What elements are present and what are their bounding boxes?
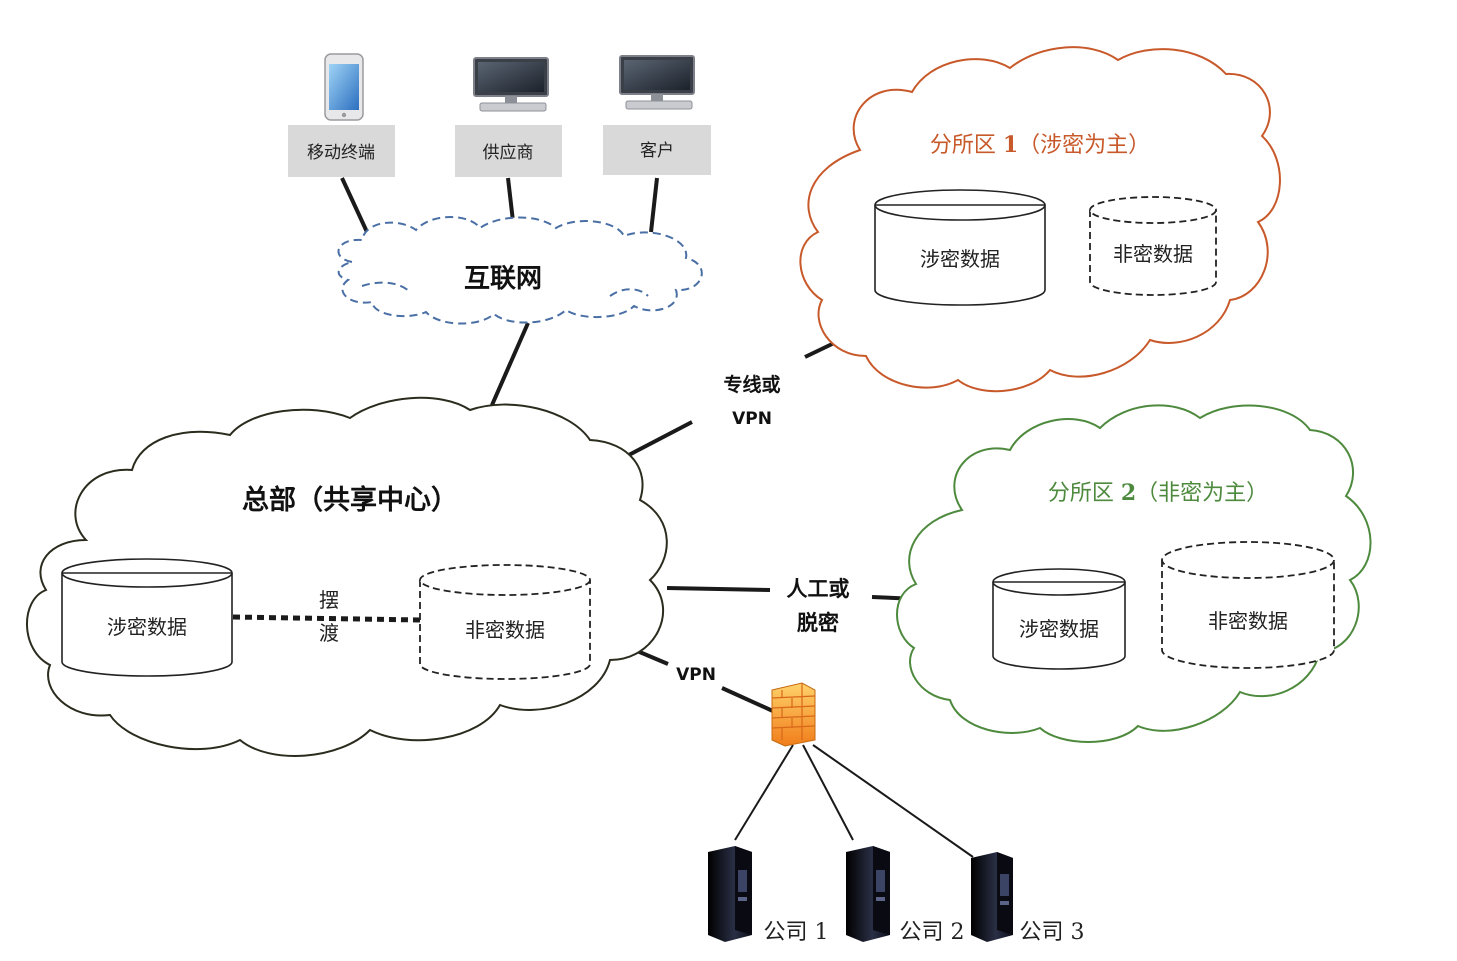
dedicated-label-line1: 专线或: [723, 373, 780, 396]
customer-device: 客户: [603, 55, 711, 175]
branch2-title-prefix: 分所区: [1048, 481, 1121, 506]
supplier-label: 供应商: [483, 143, 534, 163]
mobile-label-box: [288, 125, 395, 177]
branch1-title: 分所区 1（涉密为主）: [930, 132, 1150, 158]
link-vpn-firewall: [721, 686, 776, 714]
branch2-classified-data-cylinder: 涉密数据: [992, 568, 1126, 670]
link-firewall-company2: [802, 744, 854, 841]
branch1-classified-data-cylinder: 涉密数据: [874, 189, 1046, 306]
hq-unclassified-data-cylinder: 非密数据: [419, 564, 591, 680]
phone-icon: [324, 53, 364, 121]
link-internet-hq: [490, 322, 530, 406]
branch2-unclassified-data-cylinder: 非密数据: [1161, 541, 1335, 669]
supplier-device: 供应商: [455, 57, 562, 177]
link-hq-dedicated: [624, 420, 693, 459]
mobile-device: 移动终端: [288, 53, 395, 177]
headquarters-cloud: 总部（共享中心） 涉密数据 摆 渡 非密数据: [26, 396, 668, 757]
customer-label: 客户: [640, 141, 674, 161]
company-3-label: 公司 3: [1020, 920, 1085, 945]
ferry-label-char-2: 渡: [319, 621, 339, 645]
company-2-label: 公司 2: [900, 920, 965, 945]
manual-label-line2: 脱密: [797, 611, 839, 635]
customer-label-box: [603, 125, 711, 175]
branch2-classified-label: 涉密数据: [1019, 617, 1099, 641]
company-1: 公司 1: [708, 846, 829, 945]
branch1-title-number: 1: [1003, 132, 1018, 158]
dedicated-link-label: 专线或 VPN: [723, 373, 780, 429]
connections: [340, 177, 974, 858]
supplier-label-box: [455, 125, 562, 177]
link-customer-internet: [649, 177, 659, 233]
branch1-classified-label: 涉密数据: [920, 247, 1000, 271]
branch1-cloud: 分所区 1（涉密为主） 涉密数据 非密数据: [799, 46, 1281, 393]
internet-cloud-outline: [337, 216, 703, 325]
desktop-computer-icon: [473, 57, 549, 112]
server-icon: [971, 852, 1013, 942]
branch1-unclassified-data-cylinder: 非密数据: [1089, 196, 1217, 296]
server-icon: [708, 846, 752, 942]
vpn-link-label: VPN: [676, 665, 716, 685]
hq-classified-data-cylinder: 涉密数据: [61, 558, 233, 677]
company-2: 公司 2: [846, 846, 965, 945]
desktop-computer-icon: [619, 55, 695, 110]
company-1-label: 公司 1: [764, 920, 829, 945]
mobile-label: 移动终端: [307, 143, 375, 163]
server-icon: [846, 846, 890, 942]
link-firewall-company3: [812, 744, 974, 858]
dedicated-label-line2: VPN: [732, 409, 772, 429]
internet-cloud-inner-arc: [609, 288, 649, 297]
internet-label: 互联网: [464, 264, 542, 294]
manual-link-label: 人工或 脱密: [787, 577, 850, 635]
internet-cloud-inner-arc: [361, 281, 411, 293]
link-firewall-company1: [734, 744, 794, 841]
link-hq-manual: [666, 586, 771, 592]
branch2-cloud: 分所区 2（非密为主） 涉密数据 非密数据: [896, 404, 1372, 743]
branch1-title-suffix: （涉密为主）: [1018, 133, 1150, 158]
headquarters-title: 总部（共享中心）: [242, 484, 458, 516]
hq-unclassified-label: 非密数据: [465, 618, 545, 642]
branch2-unclassified-label: 非密数据: [1208, 609, 1288, 633]
firewall-icon: [771, 682, 816, 747]
hq-classified-label: 涉密数据: [107, 615, 187, 639]
branch1-title-prefix: 分所区: [930, 133, 1003, 158]
branch2-title: 分所区 2（非密为主）: [1048, 480, 1268, 506]
branch2-title-number: 2: [1121, 480, 1136, 506]
ferry-label-char-1: 摆: [319, 588, 339, 612]
internet-cloud: 互联网: [337, 216, 703, 325]
manual-label-line1: 人工或: [787, 577, 850, 601]
branch1-unclassified-label: 非密数据: [1113, 242, 1193, 266]
branch2-title-suffix: （非密为主）: [1136, 481, 1268, 506]
company-3: 公司 3: [971, 852, 1085, 945]
